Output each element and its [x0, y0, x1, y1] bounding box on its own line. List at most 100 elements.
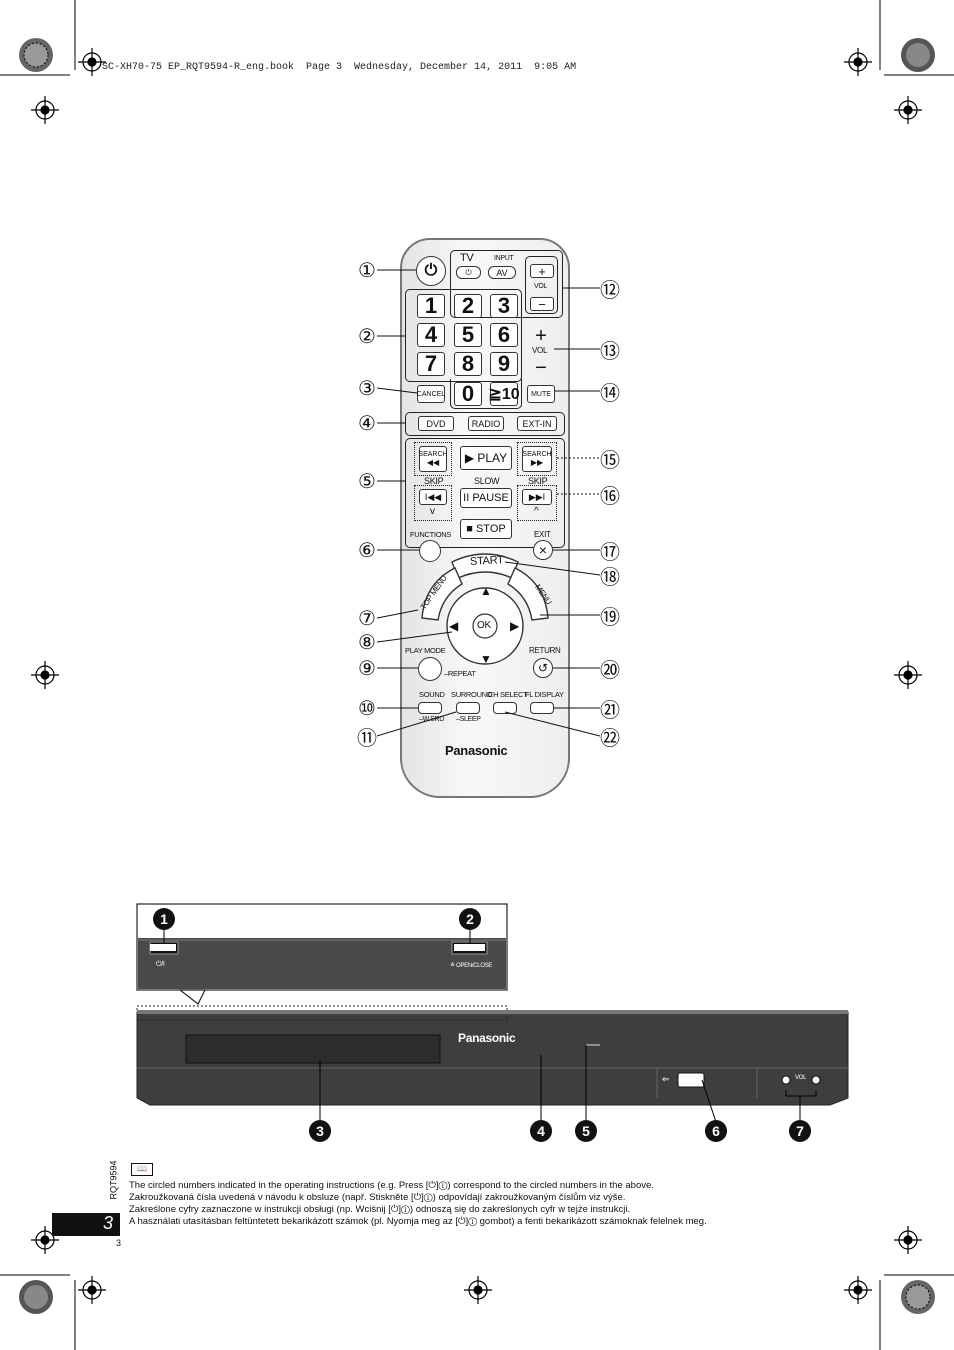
- callout-18: ⑱: [600, 565, 620, 589]
- callout-2: ②: [357, 325, 377, 348]
- functions-label: FUNCTIONS: [410, 530, 452, 539]
- callout-8: ⑧: [357, 631, 377, 654]
- digit-0-button[interactable]: 0: [454, 381, 482, 406]
- digit-7-button[interactable]: 7: [417, 351, 445, 376]
- play-button[interactable]: ▶ PLAY: [460, 446, 512, 470]
- digit-2-button[interactable]: 2: [454, 293, 482, 318]
- digit-1-button[interactable]: 1: [417, 293, 445, 318]
- unit-callout-1: 1: [153, 908, 175, 930]
- exit-button[interactable]: ×: [533, 540, 553, 560]
- pause-button[interactable]: II PAUSE: [460, 488, 512, 508]
- play-mode-button[interactable]: [418, 657, 442, 681]
- rqt-code: RQT9594: [108, 1160, 119, 1200]
- fl-display-label: FL DISPLAY: [525, 690, 564, 699]
- search-label: SEARCH: [522, 451, 552, 458]
- unit-callout-4: 4: [530, 1120, 552, 1142]
- unit-callout-6: 6: [705, 1120, 727, 1142]
- note-hungarian: A használati utasításban feltüntetett be…: [129, 1216, 707, 1227]
- skip-label-left: SKIP: [424, 476, 444, 486]
- unit-callout-5: 5: [575, 1120, 597, 1142]
- functions-button[interactable]: [419, 540, 441, 562]
- callout-3: ③: [357, 377, 377, 400]
- usb-icon: ⇐: [662, 1074, 670, 1084]
- callout-11: ⑪: [357, 726, 377, 750]
- search-ff-button[interactable]: SEARCH ▶▶: [522, 446, 552, 472]
- fl-display-button[interactable]: [530, 702, 554, 714]
- callout-9: ⑨: [357, 657, 377, 680]
- stop-button[interactable]: ■ STOP: [460, 519, 512, 539]
- callout-19: ⑲: [600, 605, 620, 629]
- tv-label: TV: [460, 252, 474, 264]
- page-number-big: 3: [103, 1213, 114, 1233]
- callout-4: ④: [357, 412, 377, 435]
- tv-vol-down-button[interactable]: −: [530, 297, 554, 312]
- callout-14: ⑭: [600, 381, 620, 405]
- right-arrow-button[interactable]: ▶: [510, 619, 519, 633]
- digit-6-button[interactable]: 6: [490, 322, 518, 347]
- search-ff-highlight: [517, 442, 557, 476]
- tv-av-button[interactable]: AV: [488, 266, 516, 279]
- callout-7: ⑦: [357, 607, 377, 630]
- top-menu-button-shape: [421, 567, 463, 621]
- ch-select-button[interactable]: [493, 702, 517, 714]
- menu-button-shape: [507, 567, 549, 621]
- ge10-button[interactable]: ≧10: [488, 382, 520, 406]
- remote-brand-logo: Panasonic: [445, 743, 508, 758]
- digit-8-button[interactable]: 8: [454, 351, 482, 376]
- repeat-label: –REPEAT: [444, 669, 476, 678]
- left-arrow-button[interactable]: ◀: [449, 619, 458, 633]
- close-icon: ×: [538, 542, 548, 558]
- vol-down-button[interactable]: −: [535, 356, 547, 379]
- book-icon: 📖: [131, 1163, 153, 1176]
- skip-prev-button[interactable]: I◀◀: [419, 489, 447, 505]
- play-mode-label: PLAY MODE: [405, 646, 446, 655]
- down-arrow-button[interactable]: ▼: [480, 652, 492, 666]
- skip-prev-highlight: [414, 485, 452, 521]
- ok-button[interactable]: OK: [477, 620, 491, 631]
- unit-callout-3: 3: [309, 1120, 331, 1142]
- digit-3-button[interactable]: 3: [490, 293, 518, 318]
- skip-next-button[interactable]: ▶▶I: [522, 489, 552, 505]
- digit-4-button[interactable]: 4: [417, 322, 445, 347]
- power-button[interactable]: ⏻: [416, 256, 446, 286]
- callout-6: ⑥: [357, 539, 377, 562]
- open-close-label: ≜ OPEN/CLOSE: [450, 963, 493, 969]
- power-icon: ⏻: [465, 267, 472, 277]
- note-polish: Zakreślone cyfry zaznaczone w instrukcji…: [129, 1204, 631, 1215]
- callout-16: ⑯: [600, 484, 620, 508]
- navigation-cluster: [421, 553, 549, 665]
- sleep-label: –SLEEP: [456, 716, 481, 723]
- radio-button[interactable]: RADIO: [468, 416, 504, 431]
- cancel-button[interactable]: CANCEL: [417, 385, 445, 403]
- note-english: The circled numbers indicated in the ope…: [129, 1180, 654, 1191]
- callout-13: ⑬: [600, 339, 620, 363]
- tv-vol-group: [525, 256, 558, 314]
- return-button[interactable]: ↺: [533, 658, 553, 678]
- exit-label: EXIT: [534, 530, 551, 539]
- source-group: [405, 412, 565, 436]
- unit-callout-7: 7: [789, 1120, 811, 1142]
- tv-vol-label: VOL: [534, 283, 548, 290]
- surround-button[interactable]: [456, 702, 480, 714]
- down-caret: v: [430, 506, 435, 517]
- callout-5: ⑤: [357, 470, 377, 493]
- digit-5-button[interactable]: 5: [454, 322, 482, 347]
- callout-12: ⑫: [600, 278, 620, 302]
- mute-button[interactable]: MUTE: [527, 385, 555, 403]
- slow-label: SLOW: [474, 476, 500, 486]
- search-rewind-button[interactable]: SEARCH ◀◀: [418, 446, 448, 472]
- page-number-small: 3: [116, 1238, 122, 1248]
- up-arrow-button[interactable]: ▲: [480, 584, 492, 598]
- power-icon: ⏻: [424, 262, 438, 279]
- sound-button[interactable]: [418, 702, 442, 714]
- note-czech: Zakroužkovaná čísla uvedená v návodu k o…: [129, 1192, 626, 1203]
- up-caret: ^: [534, 506, 539, 517]
- digit-9-button[interactable]: 9: [490, 351, 518, 376]
- dvd-button[interactable]: DVD: [418, 416, 454, 431]
- callout-21: ㉑: [600, 698, 620, 722]
- ext-in-button[interactable]: EXT-IN: [517, 416, 557, 431]
- tv-power-button[interactable]: ⏻: [456, 266, 481, 279]
- callout-20: ⑳: [600, 658, 620, 682]
- vol-up-button[interactable]: +: [535, 324, 547, 347]
- tv-vol-up-button[interactable]: +: [530, 264, 554, 279]
